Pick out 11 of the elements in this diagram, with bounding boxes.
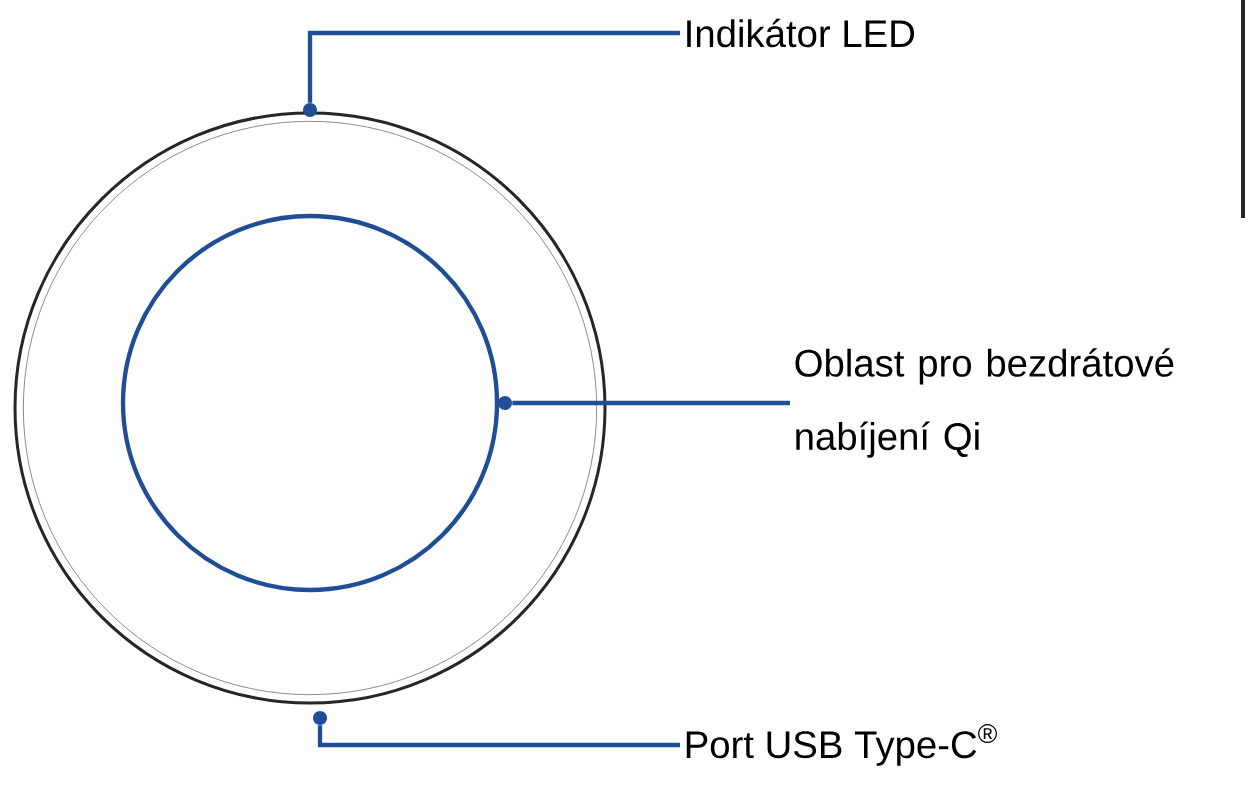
charging-area-circle <box>120 213 500 593</box>
callout-label: Port USB Type-C$^{®}$ <box>686 724 997 766</box>
leader-line <box>307 30 680 103</box>
marker-dot <box>313 711 327 725</box>
marker-dot <box>303 103 317 117</box>
marker-dot <box>498 396 512 410</box>
leader-line <box>512 400 790 406</box>
callout-label: Oblast pro bezdrátové nabíjení Qi <box>795 348 1174 458</box>
leader-line <box>317 725 680 748</box>
callout-label: Indikátor LED <box>687 18 915 48</box>
charger-outline <box>13 111 607 705</box>
